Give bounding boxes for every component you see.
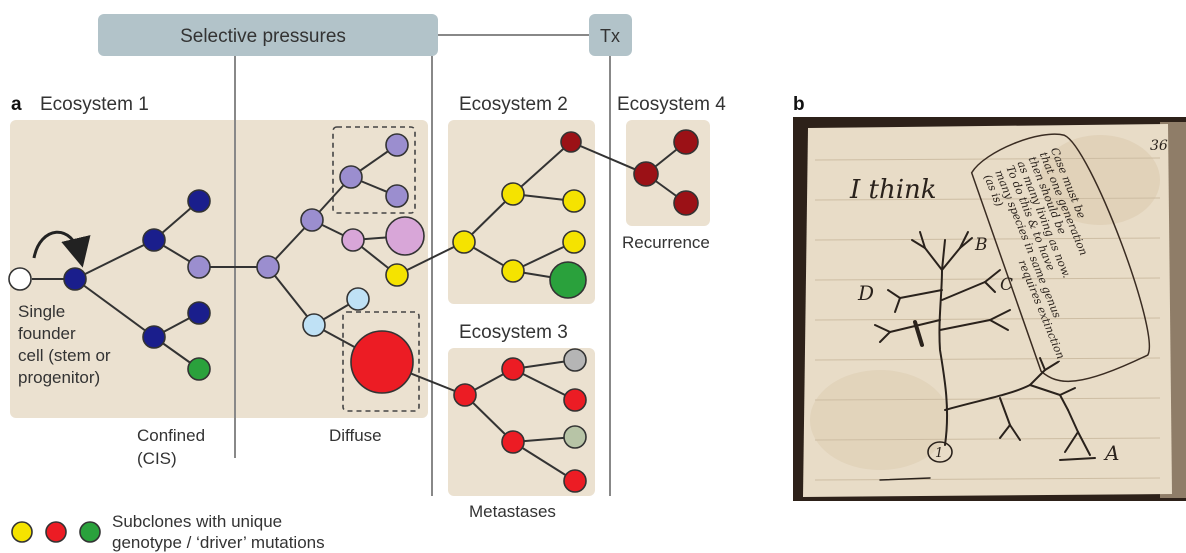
node bbox=[563, 469, 587, 493]
node bbox=[563, 348, 587, 372]
node bbox=[346, 287, 370, 311]
page-stain bbox=[810, 370, 950, 470]
node bbox=[501, 357, 525, 381]
notebook-header-text: I think bbox=[849, 175, 937, 205]
node bbox=[563, 425, 587, 449]
dashed-box-lower bbox=[342, 311, 420, 412]
tx-label: Tx bbox=[600, 26, 620, 46]
node bbox=[385, 184, 409, 208]
dashed-box-upper bbox=[332, 126, 416, 214]
page-stain bbox=[1040, 135, 1160, 225]
node bbox=[142, 325, 166, 349]
legend-swatch-yellow bbox=[11, 521, 33, 543]
node bbox=[142, 228, 166, 252]
legend-text-2: genotype / ‘driver’ mutations bbox=[112, 533, 325, 552]
diffuse-label: Diffuse bbox=[329, 426, 382, 445]
tree-letter-b: B bbox=[974, 235, 988, 255]
tree-letter-d: D bbox=[857, 281, 874, 305]
node bbox=[673, 129, 699, 155]
legend-swatch-red bbox=[45, 521, 67, 543]
tree-letter-1: 1 bbox=[935, 446, 943, 461]
node bbox=[256, 255, 280, 279]
legend-text-1: Subclones with unique bbox=[112, 512, 282, 531]
node bbox=[560, 131, 582, 153]
node-large-pink bbox=[385, 216, 425, 256]
node bbox=[562, 189, 586, 213]
ecosystem-1-title: Ecosystem 1 bbox=[40, 94, 149, 115]
node bbox=[563, 388, 587, 412]
node bbox=[501, 259, 525, 283]
panel-a-letter: a bbox=[11, 94, 22, 115]
node bbox=[385, 133, 409, 157]
tx-box bbox=[589, 14, 632, 56]
legend: Subclones with unique genotype / ‘driver… bbox=[11, 512, 325, 552]
node bbox=[453, 383, 477, 407]
node bbox=[339, 165, 363, 189]
tree-letter-a: A bbox=[1103, 441, 1119, 465]
node bbox=[562, 230, 586, 254]
node bbox=[341, 228, 365, 252]
node-large-green bbox=[549, 261, 587, 299]
panel-a: Selective pressures Tx a Ecosystem 1 Eco… bbox=[8, 14, 726, 552]
node bbox=[452, 230, 476, 254]
founder-label-1: Single bbox=[18, 302, 65, 321]
ecosystem-3-title: Ecosystem 3 bbox=[459, 322, 568, 343]
panel-b-letter: b bbox=[793, 94, 805, 115]
tree-of-life-sketch bbox=[874, 231, 1096, 481]
node-founder bbox=[8, 267, 32, 291]
node bbox=[673, 190, 699, 216]
node bbox=[187, 255, 211, 279]
node bbox=[385, 263, 409, 287]
node bbox=[187, 357, 211, 381]
node bbox=[300, 208, 324, 232]
node bbox=[501, 430, 525, 454]
confined-label: Confined bbox=[137, 426, 205, 445]
founder-label-3: cell (stem or bbox=[18, 346, 111, 365]
selective-pressures-bar bbox=[98, 14, 438, 56]
node bbox=[187, 189, 211, 213]
node bbox=[501, 182, 525, 206]
ecosystem-1-area bbox=[10, 120, 428, 418]
node-large-red bbox=[350, 330, 414, 394]
recurrence-label: Recurrence bbox=[622, 233, 710, 252]
notebook-page-number: 36 bbox=[1150, 138, 1168, 154]
node bbox=[633, 161, 659, 187]
founder-label-2: founder bbox=[18, 324, 76, 343]
ecosystem-2-title: Ecosystem 2 bbox=[459, 94, 568, 115]
ecosystem-4-title: Ecosystem 4 bbox=[617, 94, 726, 115]
node bbox=[302, 313, 326, 337]
node bbox=[187, 301, 211, 325]
self-renewal-arrow bbox=[32, 230, 91, 268]
tree-letter-c: C bbox=[1000, 275, 1013, 295]
cis-label: (CIS) bbox=[137, 449, 177, 468]
selective-pressures-label: Selective pressures bbox=[180, 26, 346, 47]
legend-swatch-green bbox=[79, 521, 101, 543]
ecosystem-2-area bbox=[448, 120, 595, 304]
founder-label-4: progenitor) bbox=[18, 368, 100, 387]
node bbox=[63, 267, 87, 291]
panel-b: b I think 36 Case must be that one gener… bbox=[793, 94, 1186, 501]
tree-nodes bbox=[8, 129, 699, 493]
metastases-label: Metastases bbox=[469, 502, 556, 521]
